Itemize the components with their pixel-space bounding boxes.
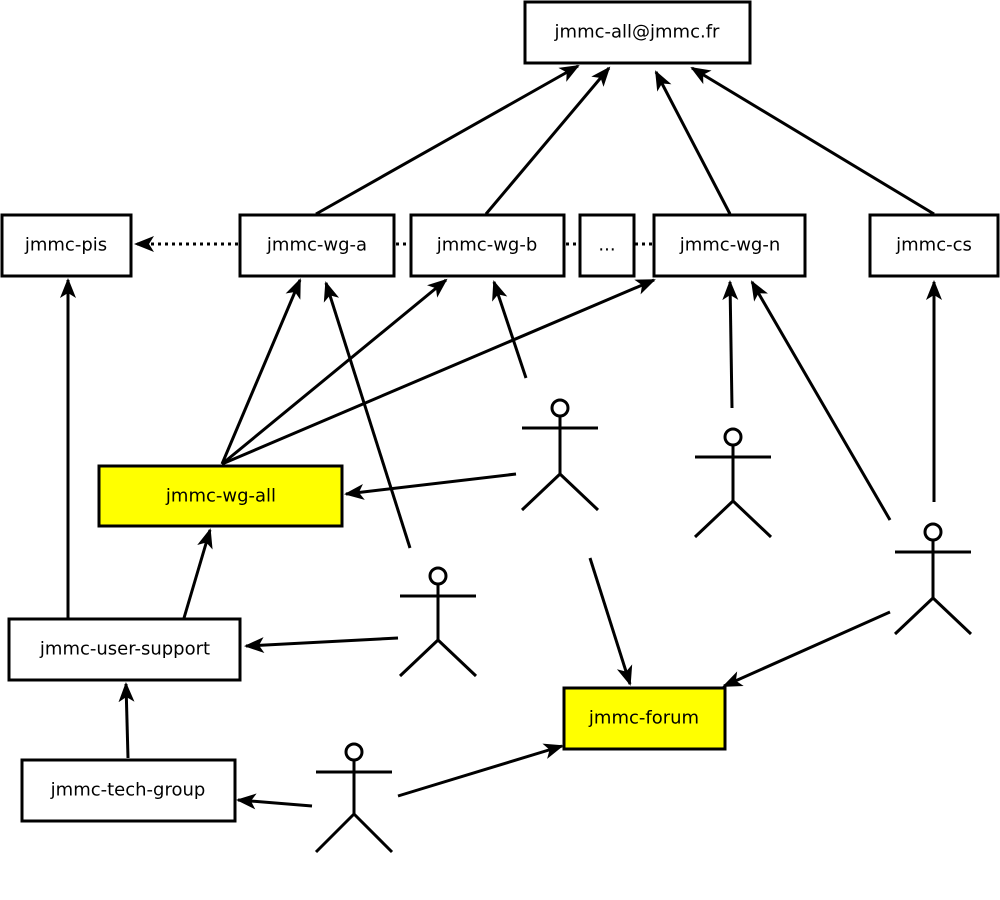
edge-cs-to-all — [690, 66, 935, 216]
node-jmmc-wg-all: jmmc-wg-all — [97, 464, 344, 528]
actor-2-icon — [398, 566, 478, 678]
edge-wg-a-to-all — [315, 64, 580, 216]
edge-actor-2-to-wg-a — [323, 281, 412, 549]
edge-actor-4-to-wg-n — [750, 280, 892, 521]
edge-actor-5-to-tech-group — [236, 793, 313, 810]
edge-actor-1-to-forum — [588, 557, 633, 686]
node-box — [97, 464, 344, 528]
node-label: jmmc-wg-a — [266, 235, 367, 256]
node-box — [7, 617, 242, 682]
node-jmmc-all: jmmc-all@jmmc.fr — [523, 0, 752, 65]
node-label: jmmc-forum — [588, 708, 699, 729]
node-box — [20, 758, 237, 823]
actor-5-icon — [314, 742, 394, 854]
node-ellipsis: ... — [578, 213, 636, 278]
node-label: jmmc-tech-group — [50, 780, 206, 801]
node-box — [868, 213, 1000, 278]
node-jmmc-user-support: jmmc-user-support — [7, 617, 242, 682]
node-label: jmmc-all@jmmc.fr — [554, 22, 721, 43]
node-label: jmmc-cs — [895, 235, 972, 256]
edge-wg-all-to-wg-n — [221, 278, 656, 466]
node-box — [0, 213, 133, 278]
node-jmmc-forum: jmmc-forum — [562, 686, 727, 751]
actor-1-icon — [520, 398, 600, 512]
node-label: jmmc-wg-n — [679, 235, 781, 256]
node-jmmc-wg-n: jmmc-wg-n — [652, 213, 807, 278]
node-jmmc-cs: jmmc-cs — [868, 213, 1000, 278]
node-jmmc-tech-group: jmmc-tech-group — [20, 758, 237, 823]
node-box — [652, 213, 807, 278]
edge-wg-all-to-wg-b — [221, 278, 448, 466]
node-jmmc-pis: jmmc-pis — [0, 213, 133, 278]
node-jmmc-wg-b: jmmc-wg-b — [409, 213, 566, 278]
node-box — [562, 686, 727, 751]
edge-wg-n-to-all — [654, 70, 732, 215]
node-label: jmmc-wg-all — [165, 486, 276, 507]
node-jmmc-wg-a: jmmc-wg-a — [238, 213, 396, 278]
edge-actor-1-to-wg-all — [344, 472, 517, 500]
node-label: jmmc-pis — [24, 235, 107, 256]
node-box — [409, 213, 566, 278]
edge-actor-5-to-forum — [397, 743, 564, 798]
actor-4-icon — [893, 522, 973, 636]
edge-tech-group-to-user-support — [118, 682, 135, 759]
node-box — [238, 213, 396, 278]
edges — [60, 64, 942, 810]
edge-user-support-to-wg-all — [182, 528, 213, 619]
edge-wg-all-to-wg-a — [220, 278, 302, 465]
node-label: ... — [598, 235, 615, 256]
edge-wg-b-to-all — [484, 66, 611, 215]
node-label: jmmc-wg-b — [436, 235, 538, 256]
node-box — [578, 213, 636, 278]
node-label: jmmc-user-support — [39, 639, 210, 660]
node-box — [523, 0, 752, 65]
edge-actor-1-to-wg-b — [492, 280, 528, 379]
edge-actor-2-to-user-support — [244, 636, 399, 654]
edge-actor-4-to-forum — [722, 610, 891, 688]
edge-actor-3-to-wg-n — [722, 280, 739, 409]
actor-3-icon — [693, 427, 773, 539]
